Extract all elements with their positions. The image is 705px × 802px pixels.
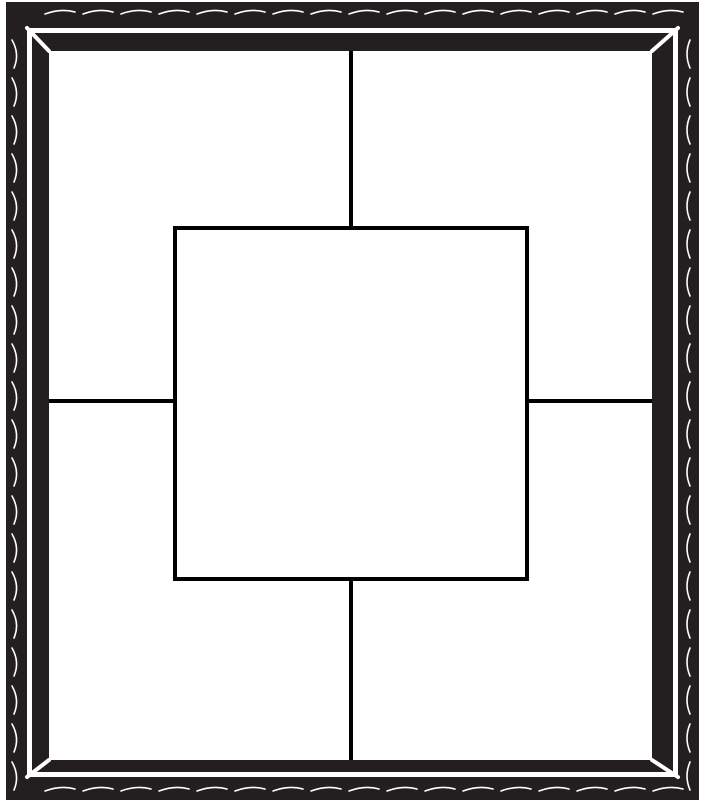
four-square-organizer <box>0 0 705 802</box>
